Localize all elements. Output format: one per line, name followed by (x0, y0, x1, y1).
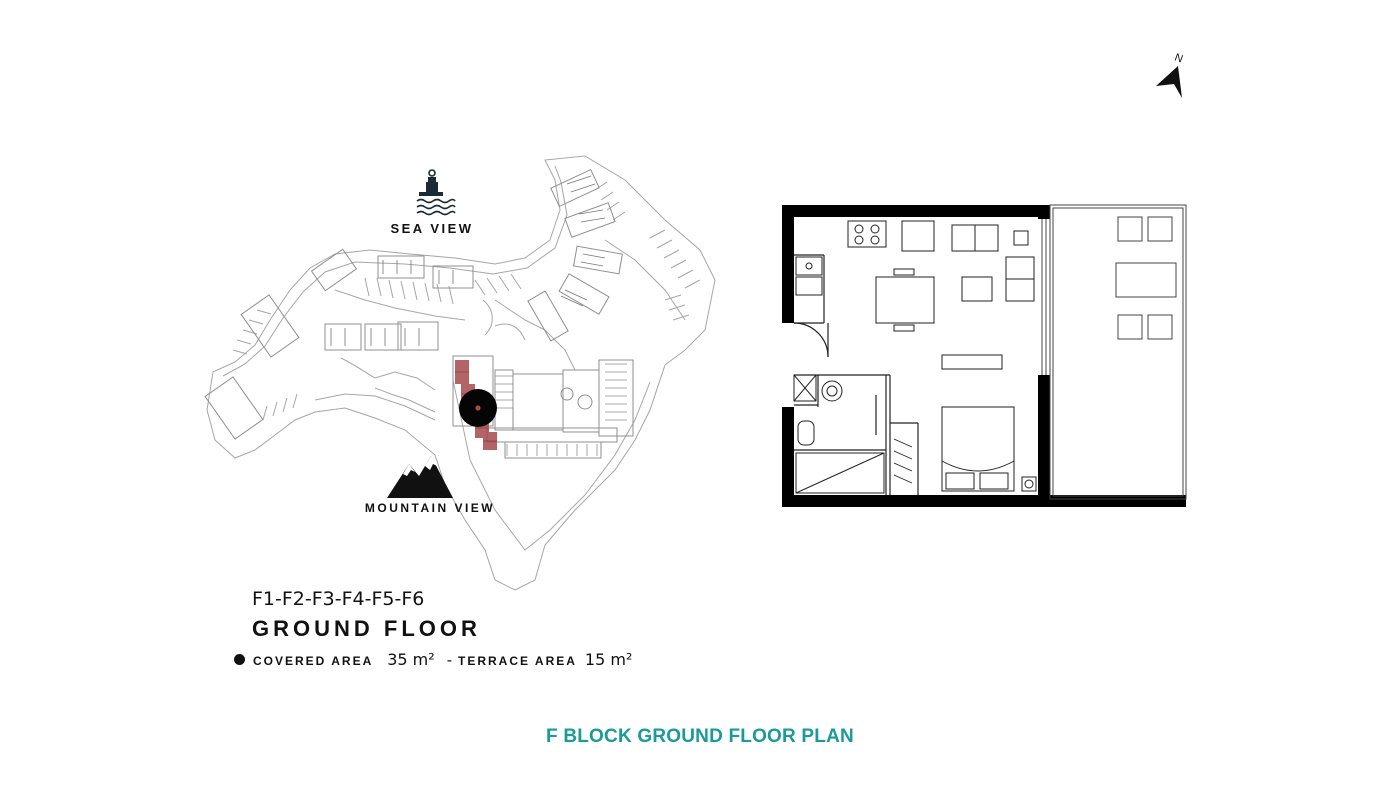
mountain-view-label: MOUNTAIN VIEW (364, 501, 496, 515)
north-label: N (1173, 52, 1185, 66)
covered-area-label: covered area (253, 654, 374, 668)
terrace-area-label: terrace area (458, 654, 577, 668)
north-arrow-icon: N (1156, 52, 1185, 98)
area-separator: - (446, 652, 453, 669)
wall-west-upper (782, 205, 794, 323)
wall-west-lower (782, 407, 794, 507)
mountain-icon (387, 456, 453, 498)
floor-title: GROUND FLOOR (252, 616, 481, 641)
covered-area-value: 35 m² (387, 650, 435, 669)
wall-south (782, 495, 1186, 507)
sea-view-icon (416, 169, 456, 216)
bullet-dot-icon (234, 654, 245, 665)
site-plan (204, 155, 716, 591)
terrace-area-value: 15 m² (584, 650, 633, 669)
sea-view-label: SEA VIEW (390, 221, 474, 236)
area-summary: covered area 35 m² - terrace area 15 m² (234, 650, 638, 670)
plan-caption: F BLOCK GROUND FLOOR PLAN (546, 726, 854, 747)
unit-floor-plan (782, 204, 1187, 507)
wall-east-lower (1038, 375, 1050, 507)
unit-codes: F1-F2-F3-F4-F5-F6 (252, 588, 425, 610)
wall-north (782, 205, 1050, 217)
